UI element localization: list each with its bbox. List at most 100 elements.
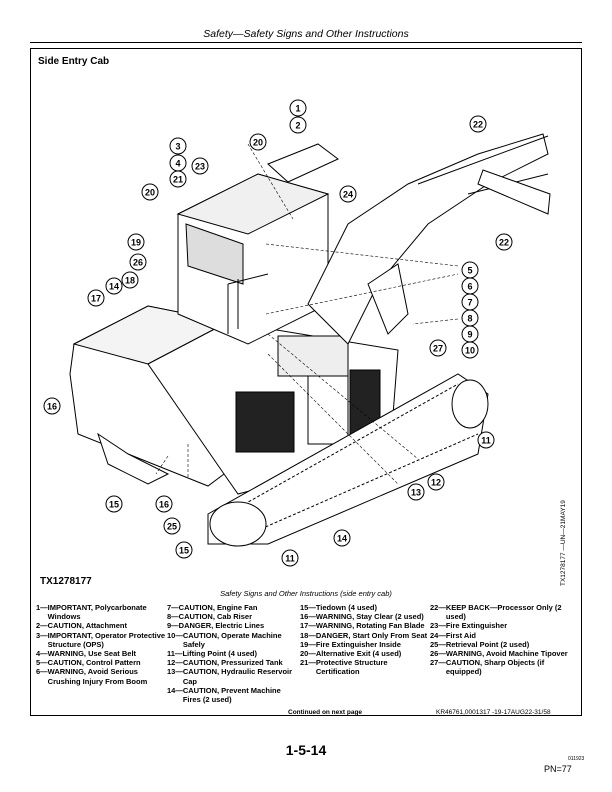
legend-item: 11—Lifting Point (4 used) (167, 649, 258, 659)
legend-item: 20—Alternative Exit (4 used) (300, 649, 402, 659)
callout-circle (121, 271, 139, 289)
document-reference: KR46761,0001317 -19-17AUG22-31/58 (436, 709, 551, 716)
legend-item: 17—WARNING, Rotating Fan Blade (300, 621, 425, 631)
callout-label: 22 (499, 238, 509, 248)
legend-item: 18—DANGER, Start Only From Seat (300, 630, 428, 640)
callout-circle (427, 473, 445, 491)
callout-circle (289, 99, 307, 117)
figure-caption: Safety Signs and Other Instructions (sid… (220, 589, 392, 598)
callout-circle (169, 170, 187, 188)
callout-circle (163, 517, 181, 535)
callout-label: 26 (133, 258, 143, 268)
callout-label: 3 (175, 142, 180, 152)
callout-circle (105, 495, 123, 513)
callout-label: 7 (467, 298, 472, 308)
callout-label: 13 (411, 488, 421, 498)
section-title: Side Entry Cab (38, 56, 110, 67)
callout-label: 16 (47, 402, 57, 412)
pn-number: PN=77 (544, 764, 572, 774)
page-header-title: Safety—Safety Signs and Other Instructio… (203, 28, 409, 40)
callout-label: 15 (109, 500, 119, 510)
callout-label: 4 (175, 159, 180, 169)
content-frame (30, 48, 582, 716)
callout-circle (281, 549, 299, 567)
callout-label: 19 (131, 238, 141, 248)
legend-item: 3—IMPORTANT, Operator Protective Structu… (36, 630, 166, 649)
callout-label: 18 (125, 276, 135, 286)
legend-item: 7—CAUTION, Engine Fan (167, 603, 258, 612)
callout-label: 21 (173, 175, 183, 185)
legend-item: 8—CAUTION, Cab Riser (167, 612, 253, 622)
callout-label: 27 (433, 344, 443, 354)
callout-label: 16 (159, 500, 169, 510)
legend-item: 26—WARNING, Avoid Machine Tipover (430, 649, 568, 659)
callout-label: 1 (295, 104, 300, 114)
callout-label: 22 (473, 120, 483, 130)
legend-item: 24—First Aid (430, 630, 476, 640)
header-rule (30, 42, 582, 43)
legend-item: 4—WARNING, Use Seat Belt (36, 649, 137, 659)
legend-item: 27—CAUTION, Sharp Objects (if equipped) (430, 658, 545, 677)
callout-label: 14 (109, 282, 119, 292)
callout-label: 17 (91, 294, 101, 304)
legend-column-3: 15—Tiedown (4 used) 16—WARNING, Stay Cle… (300, 603, 428, 677)
legend-item: 19—Fire Extinguisher Inside (300, 639, 401, 649)
legend-item: 1—IMPORTANT, Polycarbonate Windows (36, 603, 147, 622)
callout-label: 8 (467, 314, 472, 324)
callout-label: 5 (467, 266, 472, 276)
callout-label: 20 (145, 188, 155, 198)
callout-label: 15 (179, 546, 189, 556)
callout-circle (43, 397, 61, 415)
legend-item: 14—CAUTION, Prevent Machine Fires (2 use… (167, 685, 281, 705)
callout-circle (87, 289, 105, 307)
figure-side-reference: TX1278177 —UN—21MAY19 (560, 500, 567, 586)
page-number: 1-5-14 (285, 742, 327, 758)
callout-circle (495, 233, 513, 251)
legend-item: 22—KEEP BACK—Processor Only (2 used) (430, 603, 562, 622)
callout-circle (191, 157, 209, 175)
legend-item: 15—Tiedown (4 used) (300, 603, 377, 612)
callout-label: 20 (253, 138, 263, 148)
callout-label: 11 (285, 554, 295, 564)
callout-circle (129, 253, 147, 271)
callout-circle (249, 133, 267, 151)
callout-label: 12 (431, 478, 441, 488)
legend-item: 2—CAUTION, Attachment (36, 621, 127, 631)
callout-label: 11 (481, 436, 491, 446)
callout-label: 25 (167, 522, 177, 532)
callout-circle (333, 529, 351, 547)
continued-note: Continued on next page (288, 709, 363, 716)
callout-label: 9 (467, 330, 472, 340)
legend-item: 25—Retrieval Point (2 used) (430, 639, 530, 649)
legend-item: 23—Fire Extinguisher (430, 621, 508, 631)
callout-label: 24 (343, 190, 353, 200)
callout-circle (127, 233, 145, 251)
legend-item: 5—CAUTION, Control Pattern (36, 658, 141, 668)
callout-circle (169, 137, 187, 155)
callout-label: 14 (337, 534, 347, 544)
callout-circle (429, 339, 447, 357)
callout-label: 6 (467, 282, 472, 292)
legend-item: 13—CAUTION, Hydraulic Reservoir Cap (167, 667, 293, 686)
callout-circle (105, 277, 123, 295)
callout-circle (175, 541, 193, 559)
legend-item: 6—WARNING, Avoid Serious Crushing Injury… (36, 667, 148, 686)
callout-label: 2 (295, 121, 300, 131)
legend-item: 21—Protective Structure Certification (300, 658, 388, 677)
legend-column-2: 7—CAUTION, Engine Fan 8—CAUTION, Cab Ris… (167, 603, 299, 704)
callout-circle (155, 495, 173, 513)
legend-item: 9—DANGER, Electric Lines (167, 621, 265, 631)
legend-item: 16—WARNING, Stay Clear (2 used) (300, 612, 424, 622)
legend-column-1: 1—IMPORTANT, Polycarbonate Windows 2—CAU… (36, 603, 166, 686)
callout-circle (289, 116, 307, 134)
callout-label: 10 (465, 346, 475, 356)
callout-circle (407, 483, 425, 501)
small-code: 011923 (568, 756, 585, 762)
callout-circle (339, 185, 357, 203)
legend-item: 12—CAUTION, Pressurized Tank (167, 658, 283, 668)
callout-circle (141, 183, 159, 201)
callout-label: 23 (195, 162, 205, 172)
legend-column-4: 22—KEEP BACK—Processor Only (2 used) 23—… (430, 603, 570, 677)
